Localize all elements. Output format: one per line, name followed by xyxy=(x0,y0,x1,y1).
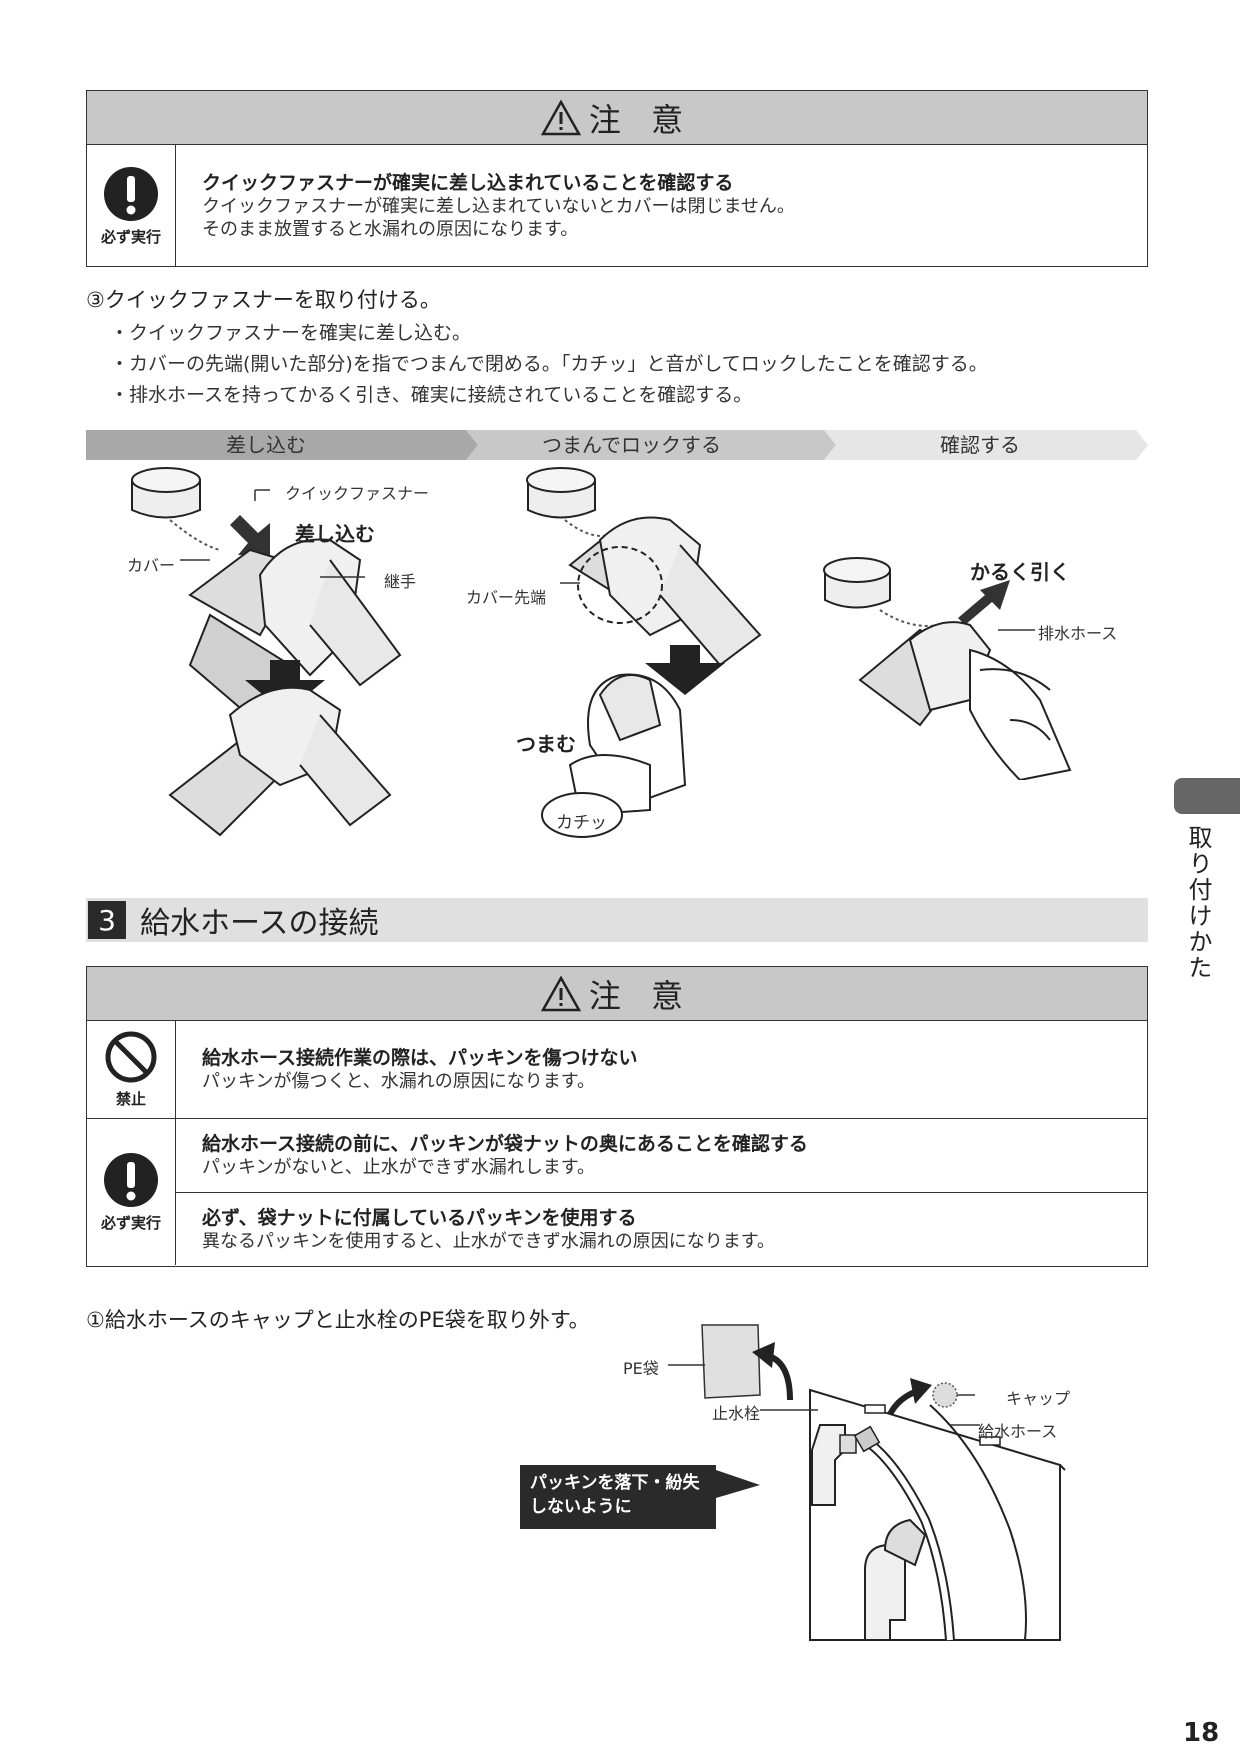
warning-triangle-icon xyxy=(540,99,581,135)
prohibited-icon-cell: 禁止 xyxy=(87,1021,176,1118)
page-number: 18 xyxy=(1183,1718,1220,1748)
banner-step-check: 確認する xyxy=(940,433,1020,457)
label-quick-fastener: クイックファスナー xyxy=(285,484,430,503)
caution-desc: パッキンが傷つくと、水漏れの原因になります。 xyxy=(202,1071,595,1092)
caution-title: 必ず、袋ナットに付属しているパッキンを使用する xyxy=(202,1206,637,1229)
icon-label: 必ず実行 xyxy=(100,227,161,246)
figure-insert-illustration xyxy=(131,467,402,837)
caution-desc: 異なるパッキンを使用すると、止水ができず水漏れの原因になります。 xyxy=(202,1230,775,1252)
section-heading: 3 給水ホースの接続 xyxy=(86,898,1148,942)
label-pe-bag: PE袋 xyxy=(623,1359,659,1378)
label-click: カチッ xyxy=(556,813,607,833)
caution-title: クイックファスナーが確実に差し込まれていることを確認する xyxy=(202,172,734,194)
step-title: ①給水ホースのキャップと止水栓のPE袋を取り外す。 xyxy=(86,1308,590,1332)
step-banner: 差し込む つまんでロックする 確認する xyxy=(86,430,1148,460)
step-bullet: ・排水ホースを持ってかるく引き、確実に接続されていることを確認する。 xyxy=(110,384,753,406)
mandatory-icon-cell: 必ず実行 xyxy=(87,1119,176,1265)
label-joint: 継手 xyxy=(384,572,417,591)
prohibited-icon xyxy=(105,1031,157,1083)
caution-desc: クイックファスナーが確実に差し込まれていないとカバーは閉じません。 xyxy=(202,196,795,217)
step-bullet: ・カバーの先端(開いた部分)を指でつまんで閉める。「カチッ」と音がしてロックした… xyxy=(110,353,988,375)
mandatory-icon-cell: 必ず実行 xyxy=(87,145,176,267)
label-pull-lightly: かるく引く xyxy=(970,560,1070,584)
banner-step-lock: つまんでロックする xyxy=(542,433,721,457)
caution-desc: パッキンがないと、止水ができず水漏れします。 xyxy=(202,1157,595,1178)
label-insert: 差し込む xyxy=(295,522,375,546)
label-cover-tip: カバー先端 xyxy=(466,588,547,607)
section-number: 3 xyxy=(88,901,126,939)
packing-warning-note: パッキンを落下・紛失 しないように xyxy=(520,1465,716,1529)
label-drain-hose: 排水ホース xyxy=(1038,624,1118,643)
caution-box-2: 注 意 禁止 給水ホース接続作業の際は、パッキンを傷つけない パッキンが傷つくと… xyxy=(86,966,1148,1267)
chapter-tab-label: 取り付けかた xyxy=(1184,825,1212,981)
figure-lock-illustration xyxy=(526,467,762,838)
step-title: ③クイックファスナーを取り付ける。 xyxy=(86,288,441,312)
exclamation-circle-icon xyxy=(104,166,158,221)
label-cover: カバー xyxy=(127,556,176,575)
icon-label: 必ず実行 xyxy=(100,1213,161,1232)
exclamation-circle-icon xyxy=(104,1152,158,1207)
figure-check-illustration xyxy=(823,557,1072,780)
chapter-tab xyxy=(1174,778,1240,814)
caution-title: 給水ホース接続作業の際は、パッキンを傷つけない xyxy=(202,1047,638,1069)
label-cap: キャップ xyxy=(1006,1389,1071,1408)
caution-heading: 注 意 xyxy=(87,967,1147,1021)
figure-supply-hose-illustration xyxy=(668,1324,1066,1641)
label-pinch: つまむ xyxy=(516,732,576,756)
warning-triangle-icon xyxy=(540,975,581,1011)
section-title: 給水ホースの接続 xyxy=(140,906,379,941)
icon-label: 禁止 xyxy=(115,1090,146,1108)
caution-heading: 注 意 xyxy=(87,91,1147,145)
label-stop-valve: 止水栓 xyxy=(712,1404,761,1423)
label-supply-hose: 給水ホース xyxy=(978,1422,1058,1441)
caution-desc: そのまま放置すると水漏れの原因になります。 xyxy=(202,219,579,240)
step-bullet: ・クイックファスナーを確実に差し込む。 xyxy=(110,322,472,344)
caution-title: 給水ホース接続の前に、パッキンが袋ナットの奥にあることを確認する xyxy=(202,1133,808,1155)
banner-step-insert: 差し込む xyxy=(226,433,306,457)
caution-box-1: 注 意 必ず実行 クイックファスナーが確実に差し込まれていることを確認する クイ… xyxy=(86,90,1148,267)
